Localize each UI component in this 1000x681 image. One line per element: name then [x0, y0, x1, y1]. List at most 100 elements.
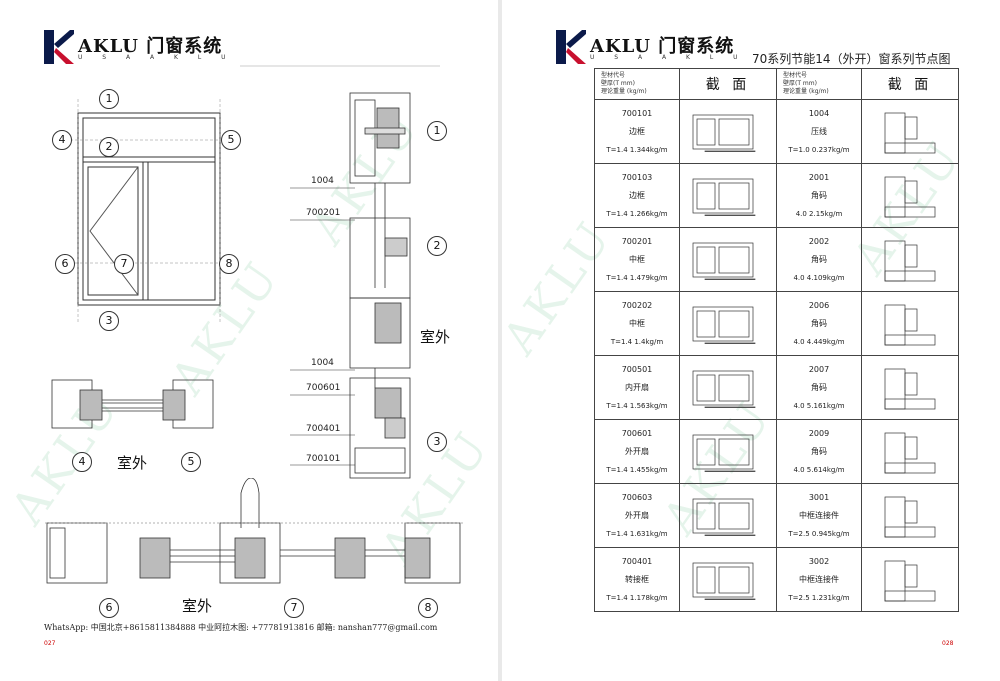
profile-section-drawing	[679, 163, 777, 228]
profile-section-drawing	[861, 483, 959, 548]
right-page: AKLU AKLU AKLU AKLU 门窗系统 U S A A K L U 7…	[492, 0, 1000, 681]
vertical-section-drawing	[349, 92, 411, 479]
profile-cross-section-icon	[692, 434, 756, 472]
brand-name: AKLU 门窗系统	[590, 36, 735, 57]
left-page: AKLU AKLU AKLU AKLU AKLU 门窗系统 U S A A K …	[0, 0, 500, 681]
page-number: 028	[942, 640, 954, 647]
section-callout-6: 6	[99, 598, 119, 618]
profile-code: 2002	[808, 236, 830, 246]
profile-section-drawing	[861, 163, 959, 228]
profile-spec: T=1.4 1.631kg/m	[606, 529, 668, 538]
profile-name: 中框	[629, 318, 645, 328]
brand-logo: AKLU 门窗系统 U S A A K L U	[556, 30, 756, 66]
section-4-5-drawing	[51, 379, 214, 429]
section-callout-4: 4	[72, 452, 92, 472]
profile-section-drawing	[861, 419, 959, 484]
section-callout-5: 5	[181, 452, 201, 472]
profile-cross-section-icon	[692, 306, 756, 344]
profile-section-drawing	[679, 483, 777, 548]
profile-spec: T=1.4 1.455kg/m	[606, 465, 668, 474]
profile-spec: 4.0 5.161kg/m	[793, 401, 845, 410]
profile-spec: T=2.5 1.231kg/m	[788, 593, 850, 602]
profile-code: 700603	[621, 492, 653, 502]
profile-section-drawing	[861, 227, 959, 292]
profile-cross-section-icon	[692, 242, 756, 280]
outside-label: 室外	[420, 328, 451, 346]
profile-info-cell: 700601 外开扇 T=1.4 1.455kg/m	[594, 419, 680, 484]
profile-name: 角码	[811, 190, 827, 200]
profile-section-drawing	[679, 355, 777, 420]
profile-cross-section-icon	[884, 432, 936, 473]
profile-spec: T=1.4 1.4kg/m	[610, 337, 664, 346]
profile-spec: T=2.5 0.945kg/m	[788, 529, 850, 538]
page-title: 70系列节能14（外开）窗系列节点图	[752, 52, 951, 66]
profile-label: 1004	[311, 176, 334, 186]
profile-cross-section-icon	[884, 560, 936, 601]
profile-section-drawing	[679, 547, 777, 612]
leader-lines	[290, 187, 355, 466]
profile-section-drawing	[861, 291, 959, 356]
profile-code: 700501	[621, 364, 653, 374]
profile-cross-section-icon	[692, 562, 756, 600]
profile-cross-section-icon	[884, 496, 936, 537]
profile-code: 3002	[808, 556, 830, 566]
section-callout-8: 8	[418, 598, 438, 618]
profile-cross-section-icon	[884, 304, 936, 345]
profile-name: 边框	[629, 126, 645, 136]
brand-subtitle: U S A A K L U	[590, 54, 747, 61]
profile-name: 角码	[811, 318, 827, 328]
profile-spec: T=1.4 1.344kg/m	[606, 145, 668, 154]
callout-7: 7	[114, 254, 134, 274]
profile-cross-section-icon	[884, 240, 936, 281]
aklu-logo-mark-icon	[44, 30, 74, 64]
column-header-info: 型材代号 壁厚(T mm) 理论重量 (kg/m)	[594, 68, 680, 100]
callout-4: 4	[52, 130, 72, 150]
profile-spec: T=1.4 1.479kg/m	[606, 273, 668, 282]
profile-name: 角码	[811, 446, 827, 456]
profile-name: 中框	[629, 254, 645, 264]
profile-spec: T=1.0 0.237kg/m	[788, 145, 850, 154]
profile-cross-section-icon	[884, 112, 936, 153]
profile-spec-table: 型材代号 壁厚(T mm) 理论重量 (kg/m) 截 面 型材代号 壁厚(T …	[594, 68, 959, 612]
profile-section-drawing	[679, 227, 777, 292]
profile-cross-section-icon	[692, 178, 756, 216]
callout-3: 3	[99, 311, 119, 331]
aklu-logo-mark-icon	[556, 30, 586, 64]
profile-name: 外开扇	[625, 446, 649, 456]
profile-code: 3001	[808, 492, 830, 502]
profile-cross-section-icon	[692, 114, 756, 152]
profile-code: 700601	[621, 428, 653, 438]
profile-code: 700202	[621, 300, 653, 310]
callout-5: 5	[221, 130, 241, 150]
profile-name: 角码	[811, 254, 827, 264]
profile-spec: 4.0 4.449kg/m	[793, 337, 845, 346]
outside-label-bottom: 室外	[182, 597, 213, 615]
profile-label: 700401	[306, 424, 341, 434]
table-header-row: 型材代号 壁厚(T mm) 理论重量 (kg/m) 截 面 型材代号 壁厚(T …	[594, 68, 959, 100]
profile-name: 边框	[629, 190, 645, 200]
brand-subtitle: U S A A K L U	[78, 54, 235, 61]
profile-code: 700101	[621, 108, 653, 118]
column-header-info: 型材代号 壁厚(T mm) 理论重量 (kg/m)	[776, 68, 862, 100]
profile-spec: 4.0 2.15kg/m	[795, 209, 843, 218]
section-callout-1: 1	[427, 121, 447, 141]
section-callout-3: 3	[427, 432, 447, 452]
profile-cross-section-icon	[884, 176, 936, 217]
profile-cross-section-icon	[692, 370, 756, 408]
profile-name: 压线	[811, 126, 827, 136]
profile-section-drawing	[679, 99, 777, 164]
section-6-7-8-drawing	[45, 478, 465, 584]
callout-6: 6	[55, 254, 75, 274]
